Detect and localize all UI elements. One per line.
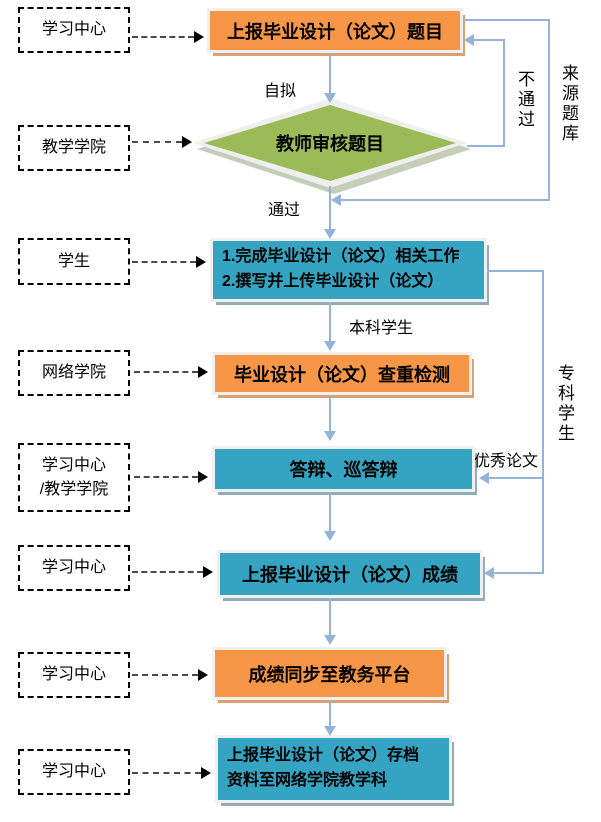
- excellent-thesis-branch-arrowhead: [479, 472, 489, 484]
- dashed-arrowhead-2: [182, 136, 192, 148]
- dashed-arrow-line-1: [132, 36, 194, 38]
- arrow-step5-to-step6: [329, 598, 331, 636]
- actor-label-line1: 学习中心: [41, 456, 106, 474]
- actor-label: 学习中心: [41, 666, 106, 683]
- arrowhead-step3-to-step4: [324, 431, 336, 441]
- arrowhead-decision-to-step2: [324, 229, 336, 239]
- step-archive-materials: 上报毕业设计（论文）存档 资料至网络学院教学科: [215, 735, 452, 803]
- step-label-line2: 2.撰写并上传毕业设计（论文）: [222, 273, 444, 290]
- step-label: 毕业设计（论文）查重检测: [234, 364, 450, 385]
- step-defense: 答辩、巡答辩: [212, 446, 475, 492]
- actor-box-student: 学生: [18, 238, 130, 285]
- step-plagiarism-check: 毕业设计（论文）查重检测: [212, 352, 472, 395]
- edge-label-fail: 不通过: [515, 70, 534, 130]
- actor-label: 网络学院: [41, 364, 106, 381]
- bank-loop-vertical: [548, 19, 550, 201]
- bypass-horizontal-top: [487, 270, 544, 272]
- edge-label-undergraduate: 本科学生: [349, 320, 414, 337]
- actor-label: 学习中心: [41, 21, 106, 38]
- dashed-arrow-line-6: [132, 571, 203, 573]
- dashed-arrowhead-3: [196, 256, 206, 268]
- arrowhead-step6-to-step7: [324, 726, 336, 736]
- bypass-arrowhead: [484, 567, 494, 579]
- dashed-arrowhead-6: [203, 566, 213, 578]
- dashed-arrow-line-7: [132, 674, 198, 676]
- dashed-arrowhead-1: [194, 31, 204, 43]
- actor-box-learning-center-4: 学习中心: [18, 749, 130, 795]
- step-report-score: 上报毕业设计（论文）成绩: [217, 550, 483, 598]
- step-label-line1: 上报毕业设计（论文）存档: [227, 747, 420, 765]
- actor-label: 学生: [57, 252, 90, 270]
- edge-label-excellent-thesis: 优秀论文: [474, 453, 539, 470]
- dashed-arrow-line-2: [132, 141, 182, 143]
- actor-box-learning-center-3: 学习中心: [18, 652, 130, 698]
- actor-box-learning-center-1: 学习中心: [18, 7, 130, 53]
- fail-loop-arrowhead: [464, 34, 474, 46]
- arrow-step6-to-step7: [329, 700, 331, 727]
- arrow-decision-to-step2: [329, 186, 331, 230]
- arrowhead-step2-to-step3: [324, 341, 336, 351]
- arrowhead-step5-to-step6: [324, 635, 336, 645]
- arrow-step4-to-step5: [329, 492, 331, 532]
- edge-label-source-question-bank: 来源题库: [559, 64, 578, 144]
- bypass-horizontal-bottom: [494, 572, 544, 574]
- actor-box-learning-center-or-teaching-college: 学习中心 /教学学院: [18, 443, 130, 512]
- actor-box-learning-center-2: 学习中心: [18, 545, 130, 591]
- decision-teacher-review-topic: 教师审核题目: [193, 98, 471, 194]
- fail-loop-horizontal-top: [474, 39, 505, 41]
- actor-label: 学习中心: [41, 763, 106, 780]
- excellent-thesis-branch-line: [489, 477, 543, 479]
- step-label-line2: 资料至网络学院教学科: [227, 772, 388, 789]
- step-student-tasks: 1.完成毕业设计（论文）相关工作 2.撰写并上传毕业设计（论文）: [210, 238, 487, 302]
- arrow-step2-to-step3: [329, 302, 331, 342]
- actor-label: 教学学院: [41, 139, 106, 156]
- dashed-arrow-line-5: [134, 476, 198, 478]
- bank-loop-arrowhead: [331, 194, 341, 206]
- step-label: 答辩、巡答辩: [289, 460, 398, 480]
- fail-loop-horizontal-bottom: [467, 145, 505, 147]
- actor-label-line2: /教学学院: [39, 480, 109, 498]
- dashed-arrow-line-3: [132, 261, 196, 263]
- actor-box-teaching-college: 教学学院: [18, 125, 130, 171]
- step-label: 成绩同步至教务平台: [248, 664, 411, 685]
- dashed-arrowhead-4: [198, 366, 208, 378]
- bank-loop-horizontal-bottom: [341, 199, 550, 201]
- dashed-arrow-line-8: [132, 772, 201, 774]
- actor-box-network-college: 网络学院: [18, 350, 130, 396]
- arrowhead-step4-to-step5: [324, 531, 336, 541]
- step-report-thesis-topic: 上报毕业设计（论文）题目: [207, 8, 463, 53]
- dashed-arrowhead-8: [201, 767, 211, 779]
- edge-label-self-drafted: 自拟: [264, 83, 297, 100]
- arrow-step3-to-step4: [329, 395, 331, 432]
- step-label: 上报毕业设计（论文）题目: [227, 21, 443, 42]
- decision-label: 教师审核题目: [276, 134, 384, 154]
- bank-loop-horizontal-top: [463, 19, 550, 21]
- dashed-arrow-line-4: [134, 371, 198, 373]
- arrowhead-step1-to-decision: [324, 93, 336, 103]
- step-sync-score: 成绩同步至教务平台: [212, 647, 447, 700]
- dashed-arrowhead-5: [198, 471, 208, 483]
- bypass-vertical: [542, 270, 544, 574]
- step-label: 上报毕业设计（论文）成绩: [242, 565, 458, 585]
- step-label-line1: 1.完成毕业设计（论文）相关工作: [222, 248, 460, 266]
- fail-loop-vertical: [503, 40, 505, 147]
- actor-label: 学习中心: [41, 559, 106, 576]
- edge-label-pass: 通过: [268, 202, 301, 219]
- edge-label-junior-college: 专科学生: [555, 364, 574, 444]
- dashed-arrowhead-7: [198, 669, 208, 681]
- arrow-step1-to-decision: [329, 53, 331, 94]
